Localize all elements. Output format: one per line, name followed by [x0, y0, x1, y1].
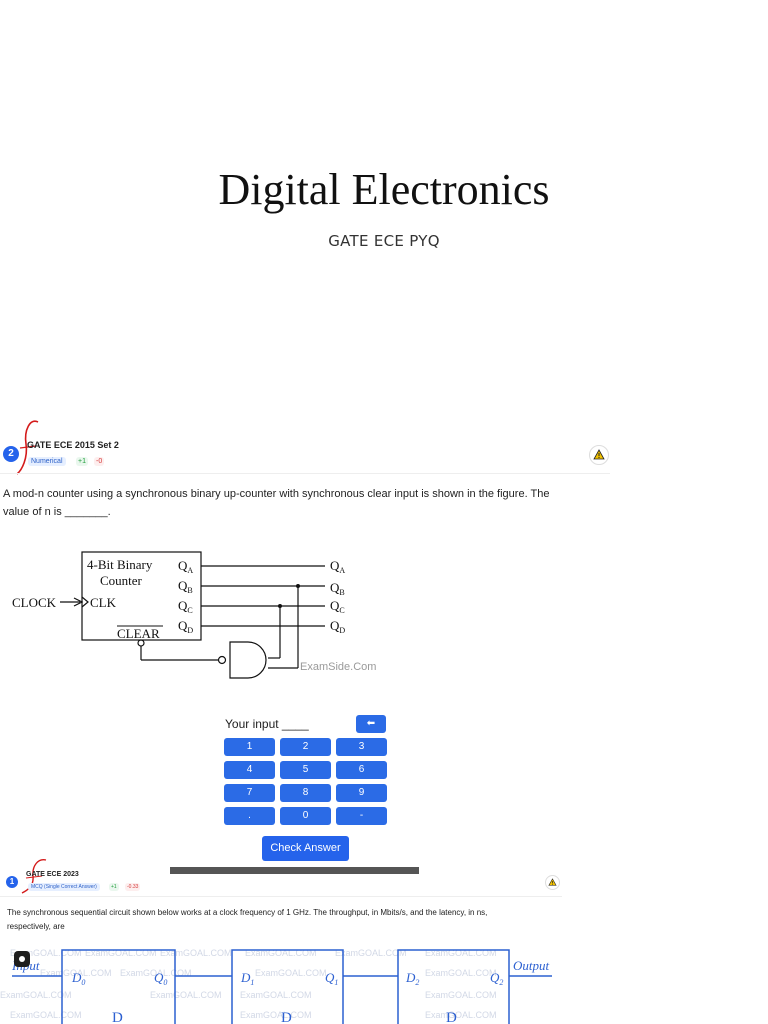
exam-label: GATE ECE 2015 Set 2: [27, 440, 119, 450]
svg-text:ExamGOAL.COM: ExamGOAL.COM: [425, 948, 497, 958]
svg-text:ExamGOAL.COM: ExamGOAL.COM: [240, 990, 312, 1000]
warning-icon: [548, 878, 557, 886]
marks-minus-badge: -0: [94, 457, 105, 466]
q0-label: Q0: [154, 970, 167, 987]
qa-label-in: QA: [178, 558, 193, 575]
question-text-line: The synchronous sequential circuit shown…: [7, 908, 488, 917]
question-text-line: respectively, are: [7, 922, 65, 931]
divider: [0, 896, 562, 897]
report-button[interactable]: [545, 875, 560, 890]
clk-label: CLK: [90, 595, 117, 610]
svg-text:ExamGOAL.COM: ExamGOAL.COM: [425, 968, 497, 978]
svg-text:ExamGOAL.COM: ExamGOAL.COM: [0, 990, 72, 1000]
d2-label: D2: [405, 970, 419, 987]
pen-mark-icon: [21, 859, 47, 894]
key-minus[interactable]: -: [336, 807, 387, 825]
pipeline-circuit-diagram: ExamGOAL.COM ExamGOAL.COM ExamGOAL.COM E…: [0, 948, 552, 1024]
svg-text:ExamGOAL.COM: ExamGOAL.COM: [160, 948, 232, 958]
backspace-button[interactable]: ⬅: [356, 715, 386, 733]
svg-text:ExamGOAL.COM: ExamGOAL.COM: [10, 1010, 82, 1020]
pen-mark-icon: [16, 420, 39, 475]
marks-plus-badge: +1: [76, 457, 88, 466]
qa-label-out: QA: [330, 558, 345, 575]
page-subtitle: GATE ECE PYQ: [328, 232, 440, 250]
key-9[interactable]: 9: [336, 784, 387, 802]
question-text-line: value of n is _______.: [3, 506, 111, 518]
q2-label: Q2: [490, 970, 503, 987]
key-5[interactable]: 5: [280, 761, 331, 779]
scrollbar[interactable]: [170, 867, 419, 874]
exam-label: GATE ECE 2023: [26, 871, 79, 878]
answer-input-label: Your input ____: [225, 717, 309, 731]
question-text-line: A mod-n counter using a synchronous bina…: [3, 488, 550, 500]
qd-label-out: QD: [330, 618, 345, 635]
question-number-badge: 1: [6, 876, 18, 888]
d0-label: D0: [71, 970, 85, 987]
svg-text:ExamGOAL.COM: ExamGOAL.COM: [10, 948, 82, 958]
clear-label: CLEAR: [117, 626, 160, 641]
chat-icon: [19, 956, 25, 962]
key-1[interactable]: 1: [224, 738, 275, 756]
report-button[interactable]: [589, 445, 609, 465]
qc-label-out: QC: [330, 598, 345, 615]
marks-plus-badge: +1: [109, 883, 119, 891]
d1-label: D1: [240, 970, 254, 987]
svg-text:ExamGOAL.COM: ExamGOAL.COM: [245, 948, 317, 958]
check-answer-button[interactable]: Check Answer: [262, 836, 349, 861]
clock-label: CLOCK: [12, 595, 57, 610]
floating-chat-button[interactable]: [14, 951, 30, 967]
ff1-label: D: [281, 1010, 292, 1024]
question-number-badge: 2: [3, 446, 19, 462]
svg-text:ExamGOAL.COM: ExamGOAL.COM: [120, 968, 192, 978]
ff0-label: D: [112, 1010, 123, 1024]
backspace-icon: ⬅: [366, 718, 376, 729]
key-4[interactable]: 4: [224, 761, 275, 779]
svg-text:ExamGOAL.COM: ExamGOAL.COM: [240, 1010, 312, 1020]
svg-text:ExamGOAL.COM: ExamGOAL.COM: [85, 948, 157, 958]
key-8[interactable]: 8: [280, 784, 331, 802]
q1-label: Q1: [325, 970, 338, 987]
key-3[interactable]: 3: [336, 738, 387, 756]
key-6[interactable]: 6: [336, 761, 387, 779]
question-type-badge: MCQ (Single Correct Answer): [28, 883, 100, 891]
svg-text:ExamGOAL.COM: ExamGOAL.COM: [255, 968, 327, 978]
qc-label-in: QC: [178, 598, 193, 615]
marks-minus-badge: -0.33: [125, 883, 141, 891]
key-decimal[interactable]: .: [224, 807, 275, 825]
svg-text:ExamGOAL.COM: ExamGOAL.COM: [150, 990, 222, 1000]
qd-label-in: QD: [178, 618, 193, 635]
svg-text:ExamGOAL.COM: ExamGOAL.COM: [425, 1010, 497, 1020]
key-0[interactable]: 0: [280, 807, 331, 825]
key-7[interactable]: 7: [224, 784, 275, 802]
output-label: Output: [513, 958, 550, 973]
svg-text:ExamGOAL.COM: ExamGOAL.COM: [425, 990, 497, 1000]
watermark-text: ExamSide.Com: [300, 661, 376, 673]
svg-text:ExamGOAL.COM: ExamGOAL.COM: [40, 968, 112, 978]
page-title: Digital Electronics: [218, 165, 550, 214]
svg-text:ExamGOAL.COM: ExamGOAL.COM: [335, 948, 407, 958]
warning-icon: [593, 449, 605, 460]
qb-label-in: QB: [178, 578, 193, 595]
ff2-label: D: [446, 1010, 457, 1024]
qb-label-out: QB: [330, 580, 345, 597]
question-type-badge: Numerical: [28, 457, 66, 466]
counter-title-line2: Counter: [100, 573, 143, 588]
counter-circuit-diagram: 4-Bit Binary Counter CLK CLOCK CLEAR QA …: [12, 551, 376, 679]
key-2[interactable]: 2: [280, 738, 331, 756]
counter-title-line1: 4-Bit Binary: [87, 557, 153, 572]
divider: [0, 473, 610, 474]
